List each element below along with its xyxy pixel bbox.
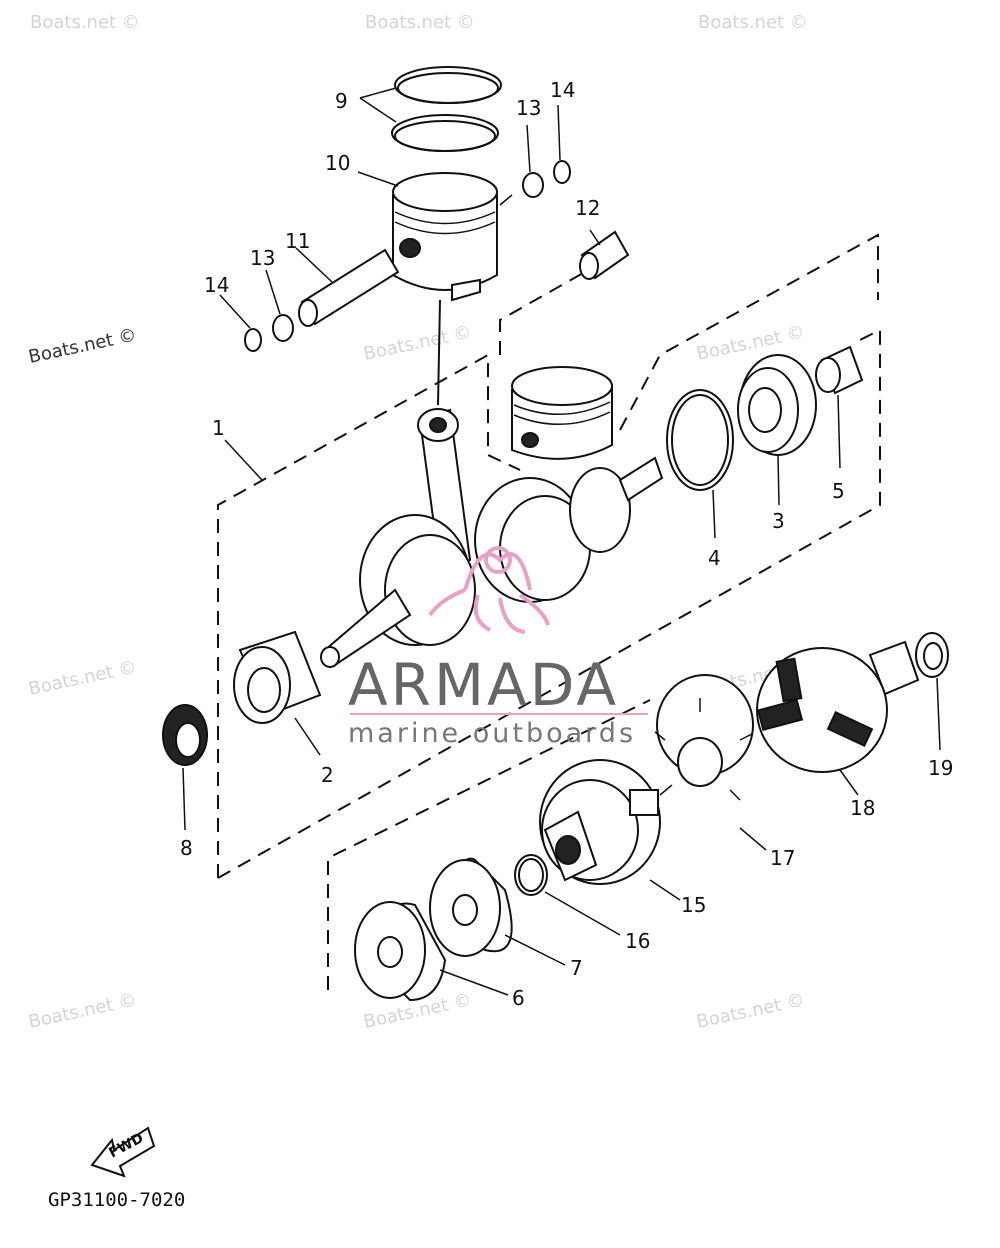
callout-5: 5 xyxy=(832,479,845,503)
callout-13: 13 xyxy=(516,96,541,120)
callout-8: 8 xyxy=(180,836,193,860)
callout-3: 3 xyxy=(772,509,785,533)
callout-19: 19 xyxy=(928,756,953,780)
watermark-text: Boats.net © xyxy=(698,12,808,33)
coupling xyxy=(756,640,920,796)
bushing xyxy=(815,345,864,469)
watermark-text: Boats.net © xyxy=(27,657,139,700)
callout-15: 15 xyxy=(681,893,706,917)
watermark-text: Boats.net © xyxy=(27,990,139,1033)
diagram-code: GP31100-7020 xyxy=(48,1189,185,1211)
callout-14: 14 xyxy=(204,273,229,297)
octopus-icon xyxy=(428,546,550,634)
brand-name: ARMADA xyxy=(348,651,619,719)
callout-16: 16 xyxy=(625,929,650,953)
assembly-outline xyxy=(217,233,881,990)
piston xyxy=(357,171,498,302)
watermark-text: Boats.net © xyxy=(30,12,140,33)
needle-bearing xyxy=(579,229,630,280)
piston-rings xyxy=(359,66,502,152)
oil-seal xyxy=(162,704,208,831)
callout-6: 6 xyxy=(512,986,525,1010)
callout-10: 10 xyxy=(325,151,350,175)
callout-1: 1 xyxy=(212,416,225,440)
washer-19 xyxy=(915,632,949,751)
forward-arrow-icon: FWD xyxy=(90,1126,156,1178)
leader-1 xyxy=(224,439,263,481)
callout-13: 13 xyxy=(250,246,275,270)
snap-ring xyxy=(666,389,734,539)
callout-labels: 1 2 3 4 5 6 7 8 9 10 11 12 13 13 14 14 1… xyxy=(180,78,953,1010)
watermark-text: Boats.net © xyxy=(27,325,139,368)
circlips xyxy=(219,104,571,352)
coupler-cup xyxy=(539,759,681,901)
callout-11: 11 xyxy=(285,229,310,253)
damper xyxy=(654,674,767,851)
callout-9: 9 xyxy=(335,89,348,113)
watermark-text: Boats.net © xyxy=(695,990,807,1033)
watermark-text: Boats.net © xyxy=(362,322,474,365)
collar xyxy=(354,901,509,1002)
brand-logo: ARMADA marine outboards xyxy=(348,546,648,749)
callout-2: 2 xyxy=(321,763,334,787)
callout-17: 17 xyxy=(770,846,795,870)
o-ring xyxy=(514,854,621,936)
callout-18: 18 xyxy=(850,796,875,820)
callout-12: 12 xyxy=(575,196,600,220)
spacer xyxy=(429,857,566,966)
crankshaft xyxy=(320,299,664,668)
callout-14: 14 xyxy=(550,78,575,102)
piston-pin xyxy=(295,247,400,327)
callout-7: 7 xyxy=(570,956,583,980)
main-bearing-2 xyxy=(233,630,322,756)
main-bearing-3 xyxy=(737,354,817,506)
callout-4: 4 xyxy=(708,546,721,570)
watermark-text: Boats.net © xyxy=(365,12,475,33)
brand-tagline: marine outboards xyxy=(348,718,636,749)
